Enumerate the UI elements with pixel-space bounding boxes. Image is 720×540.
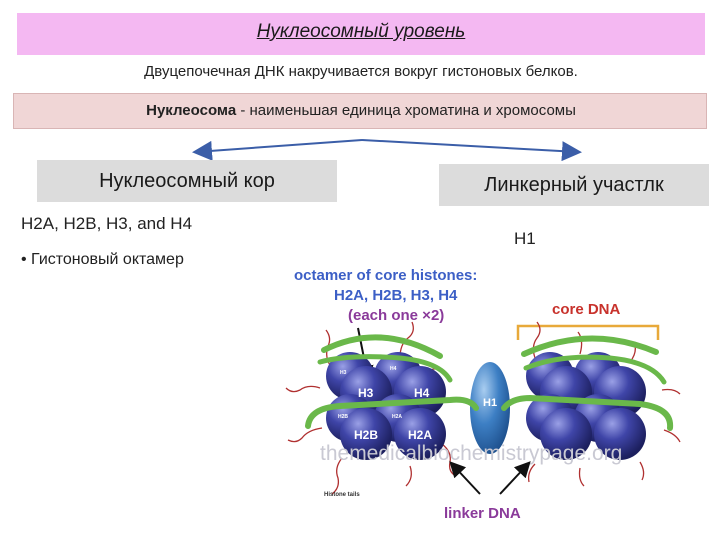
tiny-label-h4: H4	[390, 366, 397, 372]
title-banner: Нуклеосомный уровень	[17, 13, 705, 55]
label-h2b: H2B	[354, 428, 378, 442]
octamer-label-line3: (each one ×2)	[348, 307, 444, 324]
tiny-label-h2a: H2A	[392, 414, 402, 420]
nucleosome-diagram: octamer of core histones: H2A, H2B, H3, …	[285, 267, 681, 522]
histone-ball-r8	[594, 408, 646, 460]
h1-ellipse	[470, 362, 510, 454]
linker-heading-box: Линкерный участлк	[439, 164, 709, 206]
label-h4: H4	[414, 386, 430, 400]
dna-strand-front	[305, 396, 479, 429]
core-dna-bracket	[516, 324, 660, 340]
histone-ball-h2b	[340, 408, 392, 460]
tiny-label-h2b: H2B	[338, 414, 348, 420]
core-dna-label: core DNA	[552, 301, 621, 318]
h1-label: H1	[514, 229, 536, 248]
subtitle: Двуцепочечная ДНК накручивается вокруг г…	[144, 63, 578, 80]
arrow-left	[192, 139, 363, 161]
octamer-label-line2: H2A, H2B, H3, H4	[334, 287, 458, 304]
histone-ball-h2a	[394, 408, 446, 460]
core-heading: Нуклеосомный кор	[99, 170, 275, 192]
octamer-bullet: • Гистоновый октамер	[21, 251, 184, 268]
definition-banner: Нуклеосома - наименьшая единица хроматин…	[13, 93, 707, 129]
linker-dna-label: linker DNA	[444, 505, 521, 522]
histone-ball-r7	[540, 408, 592, 460]
octamer-label-line1: octamer of core histones:	[294, 267, 477, 284]
dna-strand-back	[321, 334, 443, 359]
histone-tails-label: Histone tails	[324, 492, 360, 498]
watermark: themedicalbiochemistrypage.org	[320, 442, 622, 465]
linker-arrow-right	[499, 461, 531, 495]
arrow-right	[361, 139, 582, 162]
linker-arrow-left	[449, 461, 481, 495]
definition-rest: - наименьшая единица хроматина и хромосо…	[236, 102, 576, 119]
label-h2a: H2A	[408, 428, 432, 442]
linker-heading: Линкерный участлк	[484, 174, 664, 196]
histone-list: H2A, H2B, H3, and H4	[21, 214, 193, 233]
definition-text: Нуклеосома - наименьшая единица хроматин…	[14, 102, 708, 119]
definition-term: Нуклеосома	[146, 102, 237, 119]
label-h1: H1	[483, 397, 497, 409]
label-h3: H3	[358, 386, 374, 400]
tiny-label-h3: H3	[340, 370, 347, 376]
page-title: Нуклеосомный уровень	[256, 21, 466, 42]
core-heading-box: Нуклеосомный кор	[37, 160, 337, 202]
